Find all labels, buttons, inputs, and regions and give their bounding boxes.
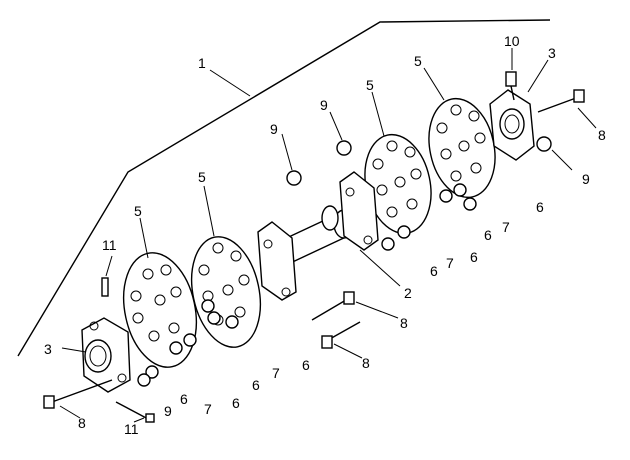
callout-6-b: 6 bbox=[232, 395, 240, 411]
callout-6-e: 6 bbox=[430, 263, 438, 279]
callout-6-g: 6 bbox=[484, 227, 492, 243]
callout-8-d: 8 bbox=[598, 127, 606, 143]
callout-5-b: 5 bbox=[198, 169, 206, 185]
shaft-flange-right bbox=[339, 171, 379, 251]
callout-9-a: 9 bbox=[270, 121, 278, 137]
callout-5-a: 5 bbox=[134, 203, 142, 219]
callout-8-b: 8 bbox=[400, 315, 408, 331]
callout-8-c: 8 bbox=[362, 355, 370, 371]
bushings bbox=[145, 183, 477, 379]
assembly-bracket-line bbox=[17, 19, 551, 357]
callout-7-c: 7 bbox=[446, 255, 454, 271]
leader-lines bbox=[59, 48, 597, 423]
callout-6-f: 6 bbox=[470, 249, 478, 265]
callout-5-c: 5 bbox=[366, 77, 374, 93]
callout-7-a: 7 bbox=[204, 401, 212, 417]
callout-7-b: 7 bbox=[272, 365, 280, 381]
bolts bbox=[43, 89, 585, 409]
callout-9-c: 9 bbox=[582, 171, 590, 187]
callout-6-a: 6 bbox=[180, 391, 188, 407]
callout-9-d: 9 bbox=[164, 403, 172, 419]
callout-3-right: 3 bbox=[548, 45, 556, 61]
callout-11-b: 11 bbox=[124, 421, 139, 437]
callout-11-a: 11 bbox=[102, 237, 117, 253]
callout-8-a: 8 bbox=[78, 415, 86, 431]
callout-5-d: 5 bbox=[414, 53, 422, 69]
nuts bbox=[137, 136, 552, 387]
callout-9-b: 9 bbox=[320, 97, 328, 113]
callout-3-left: 3 bbox=[44, 341, 52, 357]
callout-6-c: 6 bbox=[252, 377, 260, 393]
grease-fitting bbox=[505, 71, 517, 101]
callout-7-d: 7 bbox=[502, 219, 510, 235]
pins bbox=[101, 277, 155, 423]
callout-6-h: 6 bbox=[536, 199, 544, 215]
callout-6-d: 6 bbox=[302, 357, 310, 373]
yoke-left bbox=[81, 317, 131, 393]
callout-10: 10 bbox=[504, 33, 520, 49]
yoke-right bbox=[489, 89, 535, 161]
callout-1: 1 bbox=[198, 55, 206, 71]
callout-2: 2 bbox=[404, 285, 412, 301]
shaft-flange-left bbox=[257, 221, 297, 301]
